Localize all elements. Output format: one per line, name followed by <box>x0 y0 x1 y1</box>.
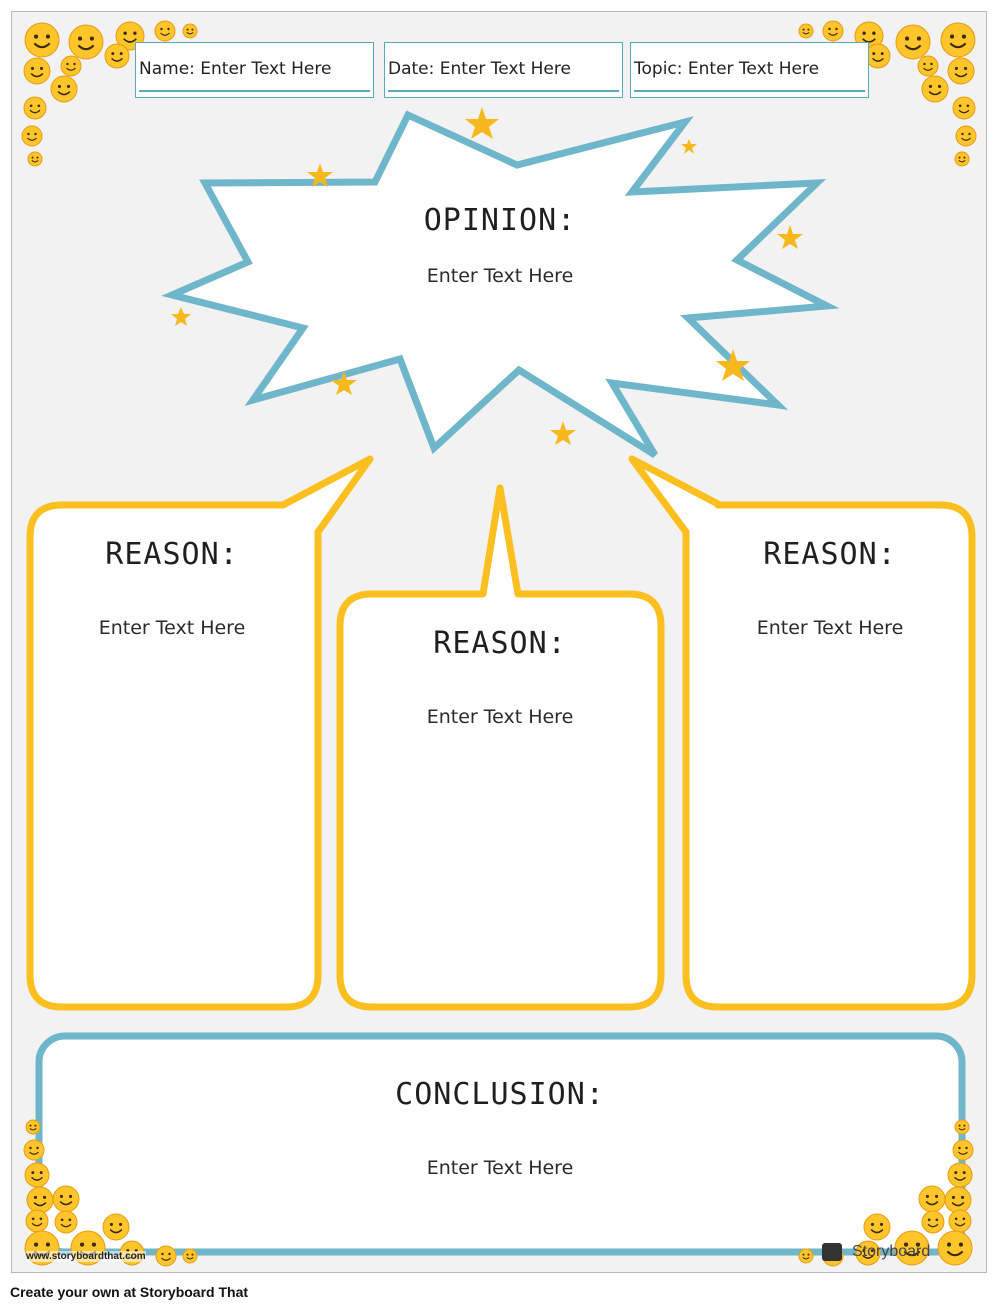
emoji-icon <box>155 1245 177 1267</box>
emoji-icon <box>54 1210 78 1234</box>
emoji-icon <box>52 1185 80 1213</box>
footer-link[interactable]: Create your own at Storyboard That <box>10 1284 249 1300</box>
emoji-icon <box>182 23 198 39</box>
star-icon <box>171 307 191 326</box>
reason-2-text[interactable]: Enter Text Here <box>426 706 574 728</box>
date-field-label: Date: Enter Text Here <box>388 59 571 79</box>
reason-3-title: REASON: <box>763 537 897 572</box>
star-icon <box>307 163 333 187</box>
emoji-icon <box>154 20 176 42</box>
emoji-icon <box>955 125 977 147</box>
emoji-icon <box>24 22 60 58</box>
emoji-icon <box>895 24 931 60</box>
emoji-icon <box>798 23 814 39</box>
storyboard-logo: Storyboard <box>822 1241 982 1265</box>
emoji-icon <box>27 151 43 167</box>
emoji-icon <box>940 22 976 58</box>
emoji-icon <box>102 1213 130 1241</box>
emoji-icon <box>60 55 82 77</box>
emoji-icon <box>918 1185 946 1213</box>
topic-field-label: Topic: Enter Text Here <box>634 59 820 79</box>
reason-bubble-1 <box>26 455 374 1011</box>
emoji-icon <box>917 55 939 77</box>
emoji-icon <box>23 96 47 120</box>
emoji-icon <box>921 1210 945 1234</box>
emoji-icon <box>798 1248 814 1264</box>
emoji-icon <box>921 75 949 103</box>
date-field[interactable]: Date: Enter Text Here <box>384 42 623 98</box>
emoji-icon <box>23 1139 45 1161</box>
star-icon <box>777 225 803 249</box>
emoji-icon <box>68 24 104 60</box>
opinion-title: OPINION: <box>423 203 577 238</box>
star-icon <box>681 139 697 154</box>
emoji-icon <box>24 1162 50 1188</box>
emoji-icon <box>947 57 975 85</box>
emoji-icon <box>855 1240 881 1266</box>
storyboard-logo-text: Storyboard <box>852 1243 931 1260</box>
emoji-icon <box>23 57 51 85</box>
emoji-icon <box>952 96 976 120</box>
emoji-icon <box>952 1139 974 1161</box>
emoji-icon <box>26 1186 54 1214</box>
emoji-icon <box>863 1213 891 1241</box>
emoji-icon <box>25 1209 49 1233</box>
emoji-icon <box>50 75 78 103</box>
emoji-icon <box>865 43 891 69</box>
star-icon <box>716 349 750 381</box>
reason-1-text[interactable]: Enter Text Here <box>98 617 246 639</box>
emoji-icon <box>948 1209 972 1233</box>
conclusion-text[interactable]: Enter Text Here <box>426 1157 574 1179</box>
name-field[interactable]: Name: Enter Text Here <box>135 42 374 98</box>
reason-2-title: REASON: <box>433 626 567 661</box>
star-icon <box>331 371 357 395</box>
emoji-icon <box>937 1230 973 1266</box>
storyboard-logo-icon <box>822 1243 842 1261</box>
star-icons <box>171 107 803 445</box>
emoji-icon <box>25 1119 41 1135</box>
emoji-icon <box>954 151 970 167</box>
reason-bubble-2 <box>336 484 665 1011</box>
emoji-icon <box>894 1230 930 1266</box>
name-field-label: Name: Enter Text Here <box>139 59 332 79</box>
emoji-icon <box>21 125 43 147</box>
reason-1-title: REASON: <box>105 537 239 572</box>
topic-underline <box>634 90 865 92</box>
opinion-burst <box>161 110 840 458</box>
topic-field[interactable]: Topic: Enter Text Here <box>630 42 869 98</box>
star-icon <box>465 107 499 139</box>
star-icon <box>550 421 576 445</box>
emoji-icon <box>182 1248 198 1264</box>
conclusion-title: CONCLUSION: <box>395 1077 605 1112</box>
emoji-icon <box>822 20 844 42</box>
name-underline <box>139 90 370 92</box>
emoji-icon <box>954 1119 970 1135</box>
emoji-icon <box>947 1162 973 1188</box>
watermark-url: www.storyboardthat.com <box>26 1251 146 1262</box>
opinion-text[interactable]: Enter Text Here <box>426 265 574 287</box>
reason-bubble-3 <box>628 455 976 1011</box>
reason-3-text[interactable]: Enter Text Here <box>756 617 904 639</box>
emoji-icon <box>944 1186 972 1214</box>
emoji-icon <box>104 43 130 69</box>
date-underline <box>388 90 619 92</box>
